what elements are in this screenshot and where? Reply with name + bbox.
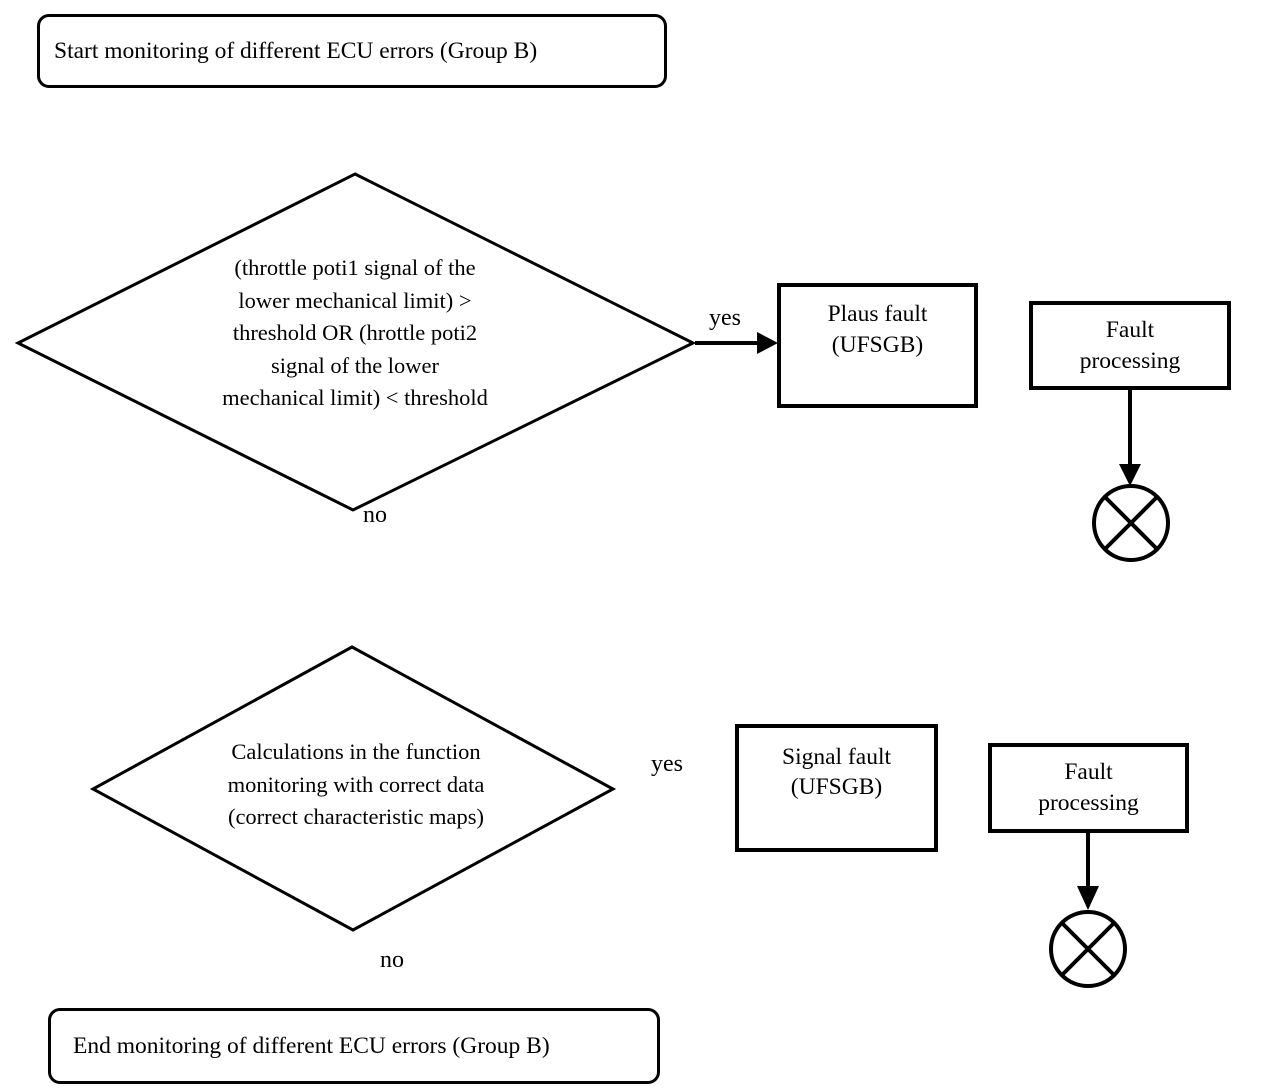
fault-processing2-label-line: Fault <box>1064 759 1113 785</box>
decision1-text-line: lower mechanical limit) > <box>238 287 472 313</box>
terminator2-cross-line2 <box>1060 921 1116 977</box>
fault-processing1-label-line: processing <box>1079 347 1181 374</box>
decision2-diamond-shape <box>89 645 617 932</box>
decision2-text-line: monitoring with correct data <box>227 771 485 797</box>
end-node: End monitoring of different ECU errors (… <box>48 1008 660 1084</box>
start-node: Start monitoring of different ECU errors… <box>37 14 667 88</box>
signal-fault-label-line: Signal fault <box>782 744 891 770</box>
plaus-fault-label-line: Plaus fault <box>827 301 928 327</box>
decision1-text-line: signal of the lower <box>270 352 440 378</box>
fault-processing1-arrowhead-icon <box>1119 464 1141 486</box>
fault-processing1-label-line: Fault <box>1105 316 1155 343</box>
signal-fault-label-line: (UFSGB) <box>790 774 883 800</box>
decision1-text-line: mechanical limit) < threshold <box>222 385 488 410</box>
fault-processing1-node: Fault processing <box>1029 301 1231 390</box>
decision1-diamond-shape <box>14 172 697 512</box>
decision2-text: Calculations in the function monitoring … <box>176 736 536 834</box>
decision1-text-line: threshold OR (hrottle poti2 <box>232 320 478 345</box>
decision2-text-line: Calculations in the function <box>231 739 481 764</box>
terminator1-cross-line2 <box>1103 495 1159 551</box>
decision1-yes-arrowhead-icon <box>757 332 778 354</box>
decision2-no-label: no <box>380 947 404 973</box>
plaus-fault-node: Plaus fault (UFSGB) <box>777 283 978 408</box>
plaus-fault-label-line: (UFSGB) <box>831 332 924 358</box>
decision1-no-label: no <box>363 502 387 528</box>
decision1-text-line: (throttle poti1 signal of the <box>234 255 476 280</box>
decision1-text: (throttle poti1 signal of the lower mech… <box>178 252 532 415</box>
signal-fault-node: Signal fault (UFSGB) <box>735 724 938 852</box>
end-node-label: End monitoring of different ECU errors (… <box>73 1032 550 1059</box>
decision1-yes-label: yes <box>709 305 741 331</box>
decision2-yes-label: yes <box>651 751 683 777</box>
fault-processing2-arrowhead-icon <box>1077 886 1099 910</box>
fault-processing2-node: Fault processing <box>988 743 1189 833</box>
fault-processing2-label-line: processing <box>1038 790 1139 816</box>
terminator1-circle <box>1092 484 1170 562</box>
terminator2-circle <box>1049 910 1127 988</box>
decision2-text-line: (correct characteristic maps) <box>227 804 485 829</box>
start-node-label: Start monitoring of different ECU errors… <box>54 37 538 64</box>
